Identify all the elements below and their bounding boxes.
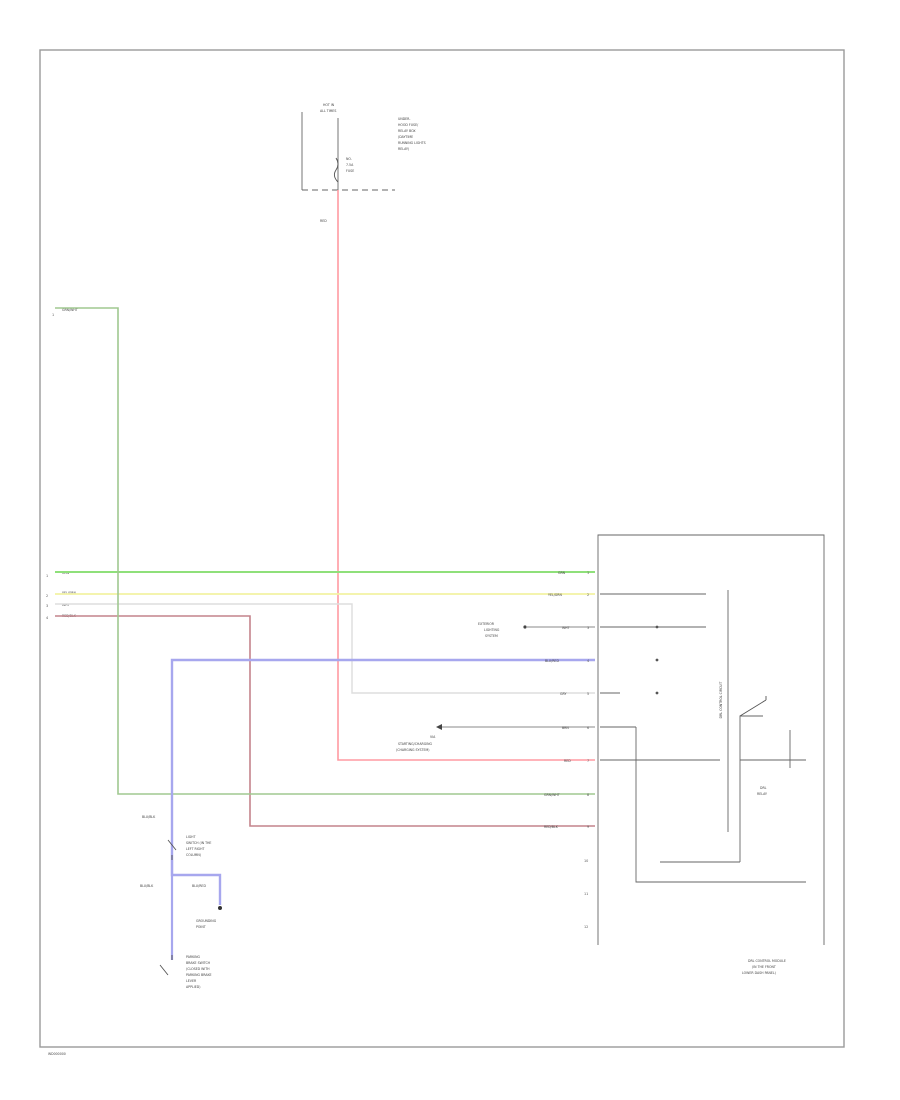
left-row-label-2: YEL/GRN: [62, 591, 76, 595]
parking-brake-6: APPLIED): [186, 985, 200, 989]
fuse-box: HOT IN ALL TIMES UNDER- HOOD FUSE/ RELAY…: [301, 103, 426, 223]
starting-2: STARTING/CHARGING: [398, 742, 433, 746]
left-pin-2: 2: [46, 594, 48, 598]
exterior-lighting-1: EXTERIOR: [478, 622, 495, 626]
footer-code: WD000000: [48, 1052, 66, 1056]
module-internal-label: DRL CONTROL CIRCUIT: [719, 682, 723, 719]
blu-red-pin-label: BLU/RED: [192, 884, 206, 888]
fuse-box-note-5: RUNNING LIGHTS: [398, 141, 426, 145]
left-pin-top: 1: [52, 313, 54, 317]
wire-red-blk: [55, 615, 595, 827]
ground-point-dot: [218, 906, 222, 910]
switch-note-4: COLUMN): [186, 853, 201, 857]
switch-note-3: LEFT RIGHT: [186, 847, 205, 851]
fuse-label-1: NO.: [346, 157, 352, 161]
pin-num-2: 2: [587, 593, 589, 597]
drl-control-module: DRL CONTROL CIRCUIT DRL RELAY DRL CONTRO…: [597, 534, 825, 975]
pin-num-6: 6: [587, 726, 589, 730]
pin-num-3: 3: [587, 626, 589, 630]
module-title-2: (IN THE FRONT: [752, 965, 776, 969]
parking-brake-5: LEVER: [186, 979, 197, 983]
left-pin-4: 4: [46, 616, 48, 620]
pin-wire-3: WHT: [562, 626, 570, 630]
fuse-box-note-3: RELAY BOX: [398, 129, 416, 133]
switch-note-1: LIGHT: [186, 835, 196, 839]
exterior-lighting-3: SYSTEM: [485, 634, 498, 638]
blu-blk-label-bottom: BLU/BLK: [140, 884, 154, 888]
pin-num-10: 10: [584, 859, 588, 863]
pin-wire-5: GRY: [560, 692, 566, 696]
left-connector: 1 GRN/WHT 1 2 3 4 GRN YEL/GRN WHT RED/BL…: [46, 308, 78, 620]
connector-dot-gry: [523, 625, 527, 629]
fuse-label-3: FUSE: [346, 169, 354, 173]
pin-wire-4: BLU/RED: [545, 659, 559, 663]
light-switch-symbol: [167, 839, 177, 860]
fuse-box-note-2: HOOD FUSE/: [398, 123, 419, 127]
left-top-wire-label: GRN/WHT: [62, 308, 78, 312]
module-title-1: DRL CONTROL MODULE: [748, 959, 786, 963]
pin-num-7: 7: [587, 759, 589, 763]
pin-num-8: 8: [587, 793, 589, 797]
module-pins: GRN 1 YEL/GRN 2 WHT 3 BLU/RED 4 GRY 5 BR…: [544, 571, 589, 929]
pin-num-4: 4: [587, 659, 589, 663]
fuse-wire-label: RED: [320, 219, 327, 223]
bottom-left-switches: BLU/BLK BLU/BLK BLU/RED LIGHT SWITCH (IN…: [140, 815, 222, 989]
pin-num-9: 9: [587, 825, 589, 829]
exterior-lighting-2: LIGHTING: [484, 628, 500, 632]
parking-brake-switch-symbol: [159, 955, 173, 976]
wire-wht: [55, 603, 595, 694]
wires: [55, 190, 595, 960]
starting-1: VIA: [430, 735, 436, 739]
blu-blk-label-top: BLU/BLK: [142, 815, 156, 819]
relay-label-2: RELAY: [757, 792, 767, 796]
fuse-symbol: [333, 157, 339, 183]
pin-num-11: 11: [584, 892, 588, 896]
pin-num-12: 12: [584, 925, 588, 929]
ground-note-2: POINT: [196, 925, 206, 929]
pin-wire-6: BRN: [562, 726, 569, 730]
left-row-label-3: WHT: [62, 603, 70, 607]
parking-brake-4: PARKING BRAKE: [186, 973, 212, 977]
pin-wire-8: GRN/WHT: [544, 793, 560, 797]
fuse-box-note-6: RELAY): [398, 147, 409, 151]
side-labels: EXTERIOR LIGHTING SYSTEM VIA STARTING/CH…: [396, 622, 527, 752]
wire-blu-red: [170, 658, 595, 905]
pin-num-5: 5: [587, 692, 589, 696]
parking-brake-1: PARKING: [186, 955, 201, 959]
pin-wire-7: RED: [564, 759, 571, 763]
fuse-box-note-1: UNDER-: [398, 117, 410, 121]
wire-grn-wht: [55, 307, 595, 795]
pin-num-1: 1: [587, 571, 589, 575]
parking-brake-3: (CLOSED WITH: [186, 967, 210, 971]
fuse-box-header-1: HOT IN: [323, 103, 335, 107]
wire-red: [337, 190, 595, 761]
diagram-border: [39, 49, 845, 1048]
pin-wire-2: YEL/GRN: [548, 593, 562, 597]
ground-note-1: GROUNDING: [196, 919, 217, 923]
fuse-label-2: 7.5A: [346, 163, 354, 167]
left-pin-1: 1: [46, 574, 48, 578]
drl-relay-switch: [739, 696, 767, 717]
fuse-box-header-2: ALL TIMES: [320, 109, 336, 113]
arrow-brn: [436, 724, 442, 730]
relay-label-1: DRL: [760, 786, 767, 790]
parking-brake-2: BRAKE SWITCH: [186, 961, 211, 965]
left-pin-3: 3: [46, 604, 48, 608]
starting-3: (CHARGING SYSTEM): [396, 748, 430, 752]
module-title-3: LOWER DASH PANEL): [742, 971, 776, 975]
switch-note-2: SWITCH (IN THE: [186, 841, 211, 845]
pin-wire-9: RED/BLK: [544, 825, 559, 829]
pin-wire-1: GRN: [558, 571, 566, 575]
fuse-box-note-4: (DAYTIME: [398, 135, 413, 139]
